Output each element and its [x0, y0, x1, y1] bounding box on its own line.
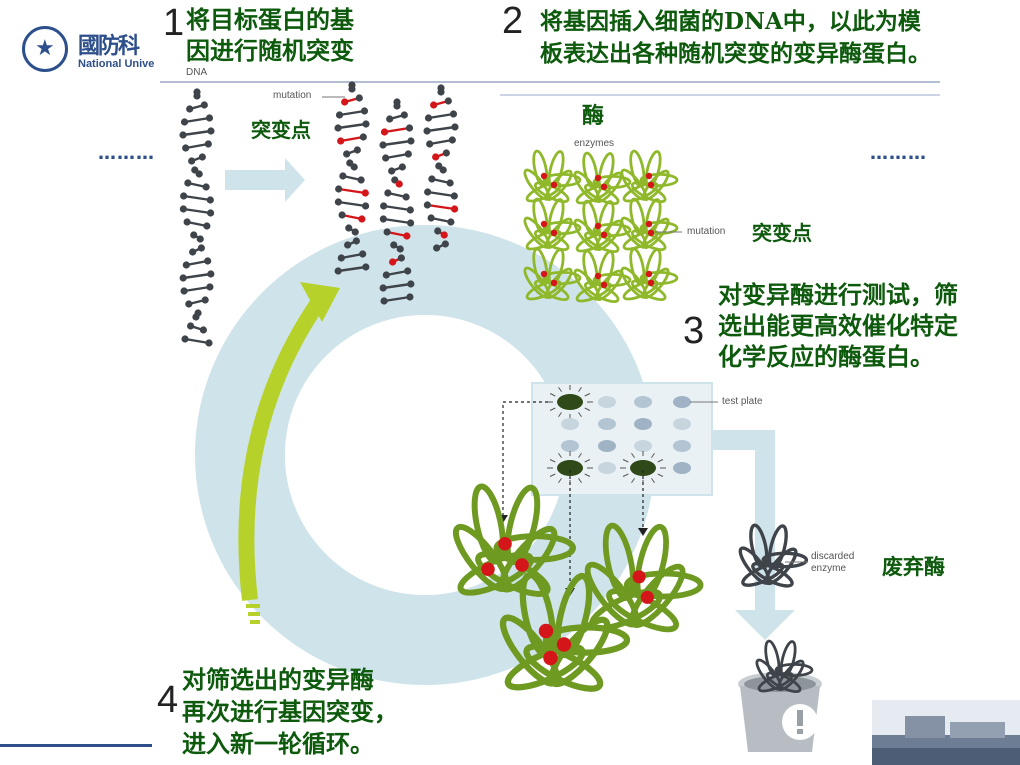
green-cycle-arrow [238, 295, 327, 601]
mutation-cn-label-2: 突变点 [752, 221, 812, 245]
step-2-line-2: 板表达出各种随机突变的变异酶蛋白。 [540, 40, 931, 67]
mutation-label: mutation [273, 90, 312, 101]
step-2-number: 2 [502, 0, 524, 42]
discarded-label-line-2: enzyme [811, 563, 847, 574]
dna-helix-original [179, 88, 215, 347]
step-3-number: 3 [683, 310, 705, 352]
test-plate-label: test plate [722, 396, 763, 407]
step-4-number: 4 [157, 679, 179, 721]
dna-helix-mutant-1 [334, 81, 370, 275]
step-1-text: 将目标蛋白的基 因进行随机突变 [186, 4, 354, 66]
step-1-line-1: 将目标蛋白的基 [186, 5, 354, 34]
test-plate-wells [547, 385, 691, 485]
dna-label: DNA [186, 67, 208, 78]
ellipsis-left: ……… [98, 143, 155, 164]
step-3-line-3: 化学反应的酶蛋白。 [718, 342, 934, 371]
footer-rule [0, 744, 152, 747]
step-3-text: 对变异酶进行测试，筛 选出能更高效催化特定 化学反应的酶蛋白。 [718, 279, 958, 372]
mutation-label-2: mutation [687, 226, 726, 237]
step-2-line-1: 将基因插入细菌的DNA中，以此为模 [540, 8, 921, 35]
discarded-label-line-1: discarded [811, 551, 855, 562]
dna-helix-mutant-3 [423, 84, 459, 252]
discarded-cn-label: 废弃酶 [882, 554, 945, 579]
arrow-dna-to-mutants [225, 158, 305, 202]
selected-enzymes [452, 483, 704, 692]
green-arrow-tail [246, 604, 260, 624]
campus-photo [872, 700, 1020, 765]
university-logo: ★ 國防科 National Unive [18, 22, 158, 74]
logo-english-name: National Unive [78, 58, 155, 70]
step-4-text: 对筛选出的变异酶 再次进行基因突变， 进入新一轮循环。 [182, 664, 398, 760]
step-3-line-2: 选出能更高效催化特定 [718, 311, 958, 340]
step-3-line-1: 对变异酶进行测试，筛 [718, 280, 958, 309]
selection-arrows [502, 401, 644, 588]
trash-can-icon [738, 639, 822, 752]
university-seal-icon: ★ [22, 26, 68, 72]
logo-chinese-name: 國防科 [78, 33, 140, 59]
ellipsis-right: ……… [870, 143, 927, 164]
enzyme-grid [523, 149, 679, 304]
step-1-line-2: 因进行随机突变 [186, 36, 354, 65]
step-4-line-3: 进入新一轮循环。 [182, 729, 374, 758]
enzymes-cn-label: 酶 [582, 103, 605, 129]
enzymes-label: enzymes [574, 138, 615, 149]
mutation-cn-label: 突变点 [251, 118, 311, 142]
step-2-text: 将基因插入细菌的DNA中，以此为模 板表达出各种随机突变的变异酶蛋白。 [540, 6, 931, 70]
green-arrow-head [300, 282, 340, 322]
dna-helix-mutant-2 [379, 98, 415, 305]
step-1-number: 1 [163, 2, 185, 44]
cycle-center [285, 315, 565, 595]
discarded-label: discarded enzyme [811, 551, 854, 575]
step-4-line-1: 对筛选出的变异酶 [182, 665, 374, 694]
arrow-to-enzymes [420, 256, 505, 300]
discarded-enzyme [738, 523, 809, 588]
arrow-to-discard [712, 430, 795, 640]
step-4-line-2: 再次进行基因突变， [182, 697, 398, 726]
